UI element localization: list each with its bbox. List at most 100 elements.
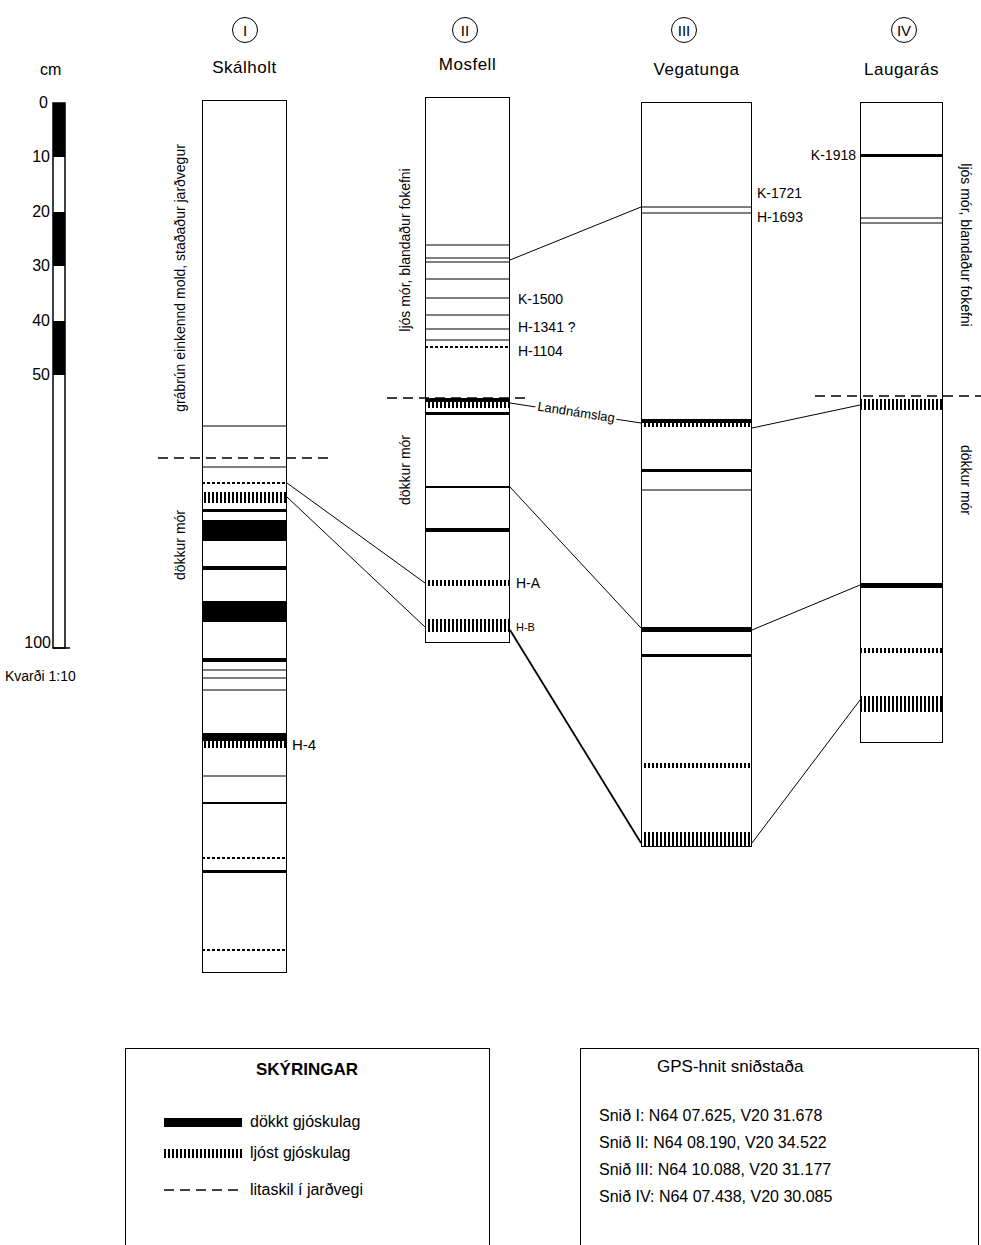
annotation: H-A [516,575,540,591]
thin-layer [425,314,510,315]
thin-layer [202,775,287,776]
site-name: Laugarás [864,60,939,80]
soil-profile-column: Skálholt [202,100,287,973]
dark-tephra [425,398,510,402]
layer-description: dökkur mór [172,510,188,580]
legend-text: ljóst gjóskulag [250,1144,351,1162]
thin-layer [425,339,510,340]
layer-description: dökkur mór [958,445,974,515]
legend-text: dökkt gjóskulag [250,1113,360,1131]
correlation-line [287,497,425,627]
layer-description: grábrún einkennd mold, staðaður jarðvegu… [172,144,188,412]
annotation: 10 [32,148,50,166]
annotation: H-B [516,621,535,634]
soil-profile-column: Vegatunga [641,102,752,847]
site-name: Mosfell [439,55,496,75]
edge-label: Landnámslag [534,399,617,426]
thin-layer [641,206,752,207]
layer-description: ljós mór, blandaður fokefni [958,163,974,326]
light-tephra [860,696,943,712]
thin-layer [202,689,287,690]
scale-bar [53,103,70,648]
legend-sample [164,1146,244,1160]
dotted-layer [202,482,287,484]
dotted-layer [202,949,287,951]
light-tephra [641,423,752,427]
annotation: Kvarði 1:10 [5,668,76,684]
annotation: 30 [32,257,50,275]
roman-numeral-circle: III [671,17,697,43]
light-tephra [860,399,943,410]
numeral: III [678,23,691,38]
thin-layer [202,466,287,467]
annotation: 40 [32,312,50,330]
light-tephra [860,648,943,653]
legend-sample [164,1115,244,1129]
dark-tephra [641,419,752,423]
soil-profile-column: Laugarás [860,102,943,743]
coordinate-line: Snið IV: N64 07.438, V20 30.085 [599,1184,978,1210]
box-heading: GPS-hnit sniðstaða [657,1057,978,1077]
dotted-layer [202,857,287,859]
numeral: II [461,23,469,38]
dark-tephra [202,520,287,541]
site-name: Vegatunga [654,60,740,80]
site-name: Skálholt [212,58,276,78]
roman-numeral-circle: II [452,17,478,43]
dark-tephra [202,601,287,622]
thin-layer [425,244,510,245]
light-tephra [202,741,287,748]
dark-tephra [641,627,752,632]
legend-sample [164,1183,244,1197]
thin-layer [202,677,287,678]
annotation: K-1721 [757,185,802,201]
dotted-layer [425,346,510,348]
thin-layer [202,425,287,426]
dark-tephra [860,154,943,157]
correlation-line [752,700,860,843]
dark-tephra [425,486,510,488]
thin-layer [641,212,752,213]
thin-layer [860,222,943,223]
coordinate-line: Snið II: N64 08.190, V20 34.522 [599,1130,978,1156]
layer-description: ljós mór, blandaður fokefni [397,168,413,331]
dark-tephra [202,870,287,873]
correlation-line [510,630,641,843]
annotation: K-1918 [811,147,856,163]
thin-layer [425,257,510,258]
thin-layer [641,489,752,490]
thin-layer [425,297,510,298]
numeral: IV [897,23,911,38]
annotation: 20 [32,203,50,221]
dark-tephra [202,658,287,662]
annotation: H-1693 [757,209,803,225]
thin-layer [202,669,287,670]
gps-box: GPS-hnit sniðstaðaSnið I: N64 07.625, V2… [580,1048,979,1245]
thin-layer [425,278,510,279]
correlation-line [510,207,641,260]
dark-tephra [641,469,752,472]
dark-tephra [425,528,510,532]
legend-heading: SKÝRINGAR [256,1060,358,1080]
numeral: I [243,23,247,38]
light-tephra [641,763,752,768]
layer-description: dökkur mór [397,435,413,505]
light-tephra [425,402,510,408]
thin-layer [425,261,510,262]
annotation: H-1341 ? [518,319,576,335]
roman-numeral-circle: I [232,17,258,43]
dark-tephra [202,566,287,570]
thin-layer [425,328,510,329]
soil-profile-column: Mosfell [425,97,510,643]
light-tephra [425,619,510,632]
thin-layer [860,217,943,218]
dark-tephra [425,412,510,415]
dark-tephra [202,509,287,512]
coordinate-line: Snið III: N64 10.088, V20 31.177 [599,1157,978,1183]
correlation-line [752,405,860,428]
annotation: K-1500 [518,291,563,307]
annotation: 0 [39,94,48,112]
annotation: 50 [32,366,50,384]
colour-boundary [158,396,981,458]
dark-tephra [860,583,943,588]
